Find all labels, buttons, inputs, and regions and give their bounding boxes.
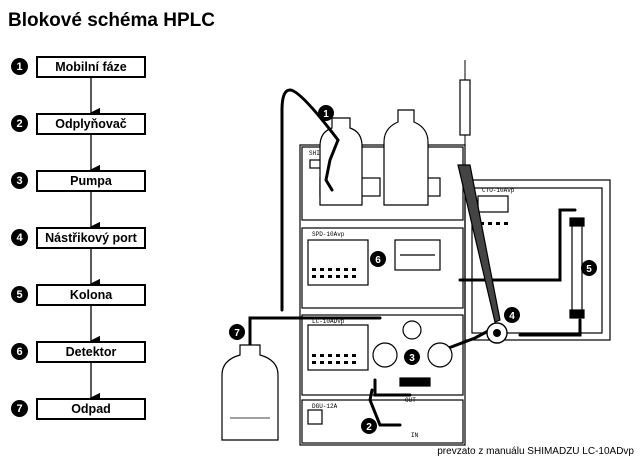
callout-3: 3 <box>409 353 415 364</box>
step-injection-port: Nástřikový port <box>36 227 146 249</box>
tubing <box>248 88 582 427</box>
flow-arrows <box>89 78 101 404</box>
callout-6: 6 <box>375 255 381 266</box>
callouts: 1 2 3 4 5 6 7 <box>229 105 597 434</box>
callout-2: 2 <box>366 422 372 433</box>
callout-5: 5 <box>586 264 592 275</box>
solvent-bottle-1 <box>319 117 363 206</box>
waste-bottle <box>221 344 279 441</box>
step-number: 3 <box>11 172 28 189</box>
step-number: 6 <box>11 343 28 360</box>
callout-4: 4 <box>509 311 515 322</box>
step-column: Kolona <box>36 284 146 306</box>
callout-7: 7 <box>234 328 240 339</box>
degasser-module <box>301 399 464 444</box>
keypads <box>312 222 508 364</box>
panel-label-dgu: DGU-12A <box>312 403 338 410</box>
step-number: 7 <box>11 400 28 417</box>
source-credit: prevzato z manuálu SHIMADZU LC-10ADvp <box>437 446 634 457</box>
step-pump: Pumpa <box>36 170 146 192</box>
panel-label-lc: LC-10ADvp <box>312 318 345 325</box>
step-detector: Detektor <box>36 341 146 363</box>
detector-module <box>301 227 464 309</box>
block-flow: 1 Mobilní fáze 2 Odplyňovač 3 Pumpa 4 Ná… <box>0 0 170 461</box>
callout-1: 1 <box>323 109 329 120</box>
panel-label-cto: CTO-10Avp <box>482 187 515 194</box>
column-oven <box>464 179 611 341</box>
flow-cell <box>394 239 441 271</box>
pump-heads <box>372 320 453 387</box>
step-number: 5 <box>11 286 28 303</box>
panel-label-spd: SPD-10Avp <box>312 231 345 238</box>
step-number: 2 <box>11 115 28 132</box>
port-label-out: OUT <box>405 397 416 404</box>
injection-syringe <box>457 60 501 323</box>
port-label-in: IN <box>411 432 419 439</box>
step-number: 1 <box>11 58 28 75</box>
step-waste: Odpad <box>36 398 146 420</box>
solvent-bottle-2 <box>383 109 429 206</box>
step-number: 4 <box>11 229 28 246</box>
step-degasser: Odplyňovač <box>36 113 146 135</box>
diagram-title: Blokové schéma HPLC <box>8 10 215 31</box>
solvent-bottles <box>319 109 429 206</box>
step-mobile-phase: Mobilní fáze <box>36 56 146 78</box>
